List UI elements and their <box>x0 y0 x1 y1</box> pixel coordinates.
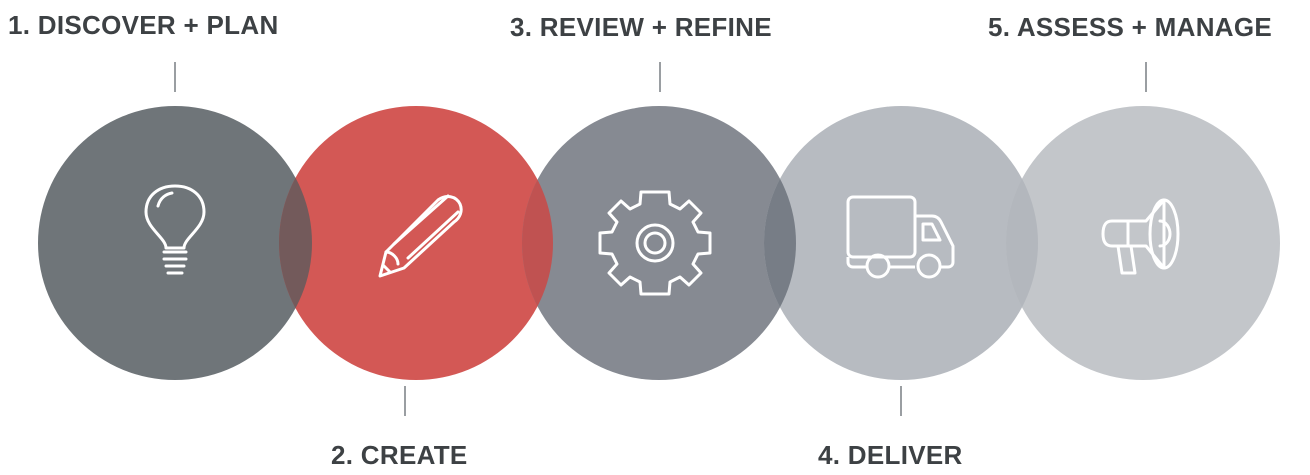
step-label-5: 5. ASSESS + MANAGE <box>988 12 1273 42</box>
step-circle-5 <box>1006 106 1280 380</box>
step-label-2: 2. CREATE <box>331 440 468 470</box>
step-label-3: 3. REVIEW + REFINE <box>510 12 772 42</box>
gear-icon <box>598 190 712 296</box>
step-label-1: 1. DISCOVER + PLAN <box>8 10 279 40</box>
step-label-4: 4. DELIVER <box>818 440 963 470</box>
step-circle-1 <box>38 106 312 380</box>
step-circle-4 <box>764 106 1038 380</box>
truck-icon <box>846 195 955 279</box>
lightbulb-icon <box>144 184 206 275</box>
megaphone-icon <box>1101 198 1180 275</box>
step-circle-2 <box>279 106 553 380</box>
step-circle-3 <box>522 106 796 380</box>
pencil-icon <box>378 194 463 278</box>
